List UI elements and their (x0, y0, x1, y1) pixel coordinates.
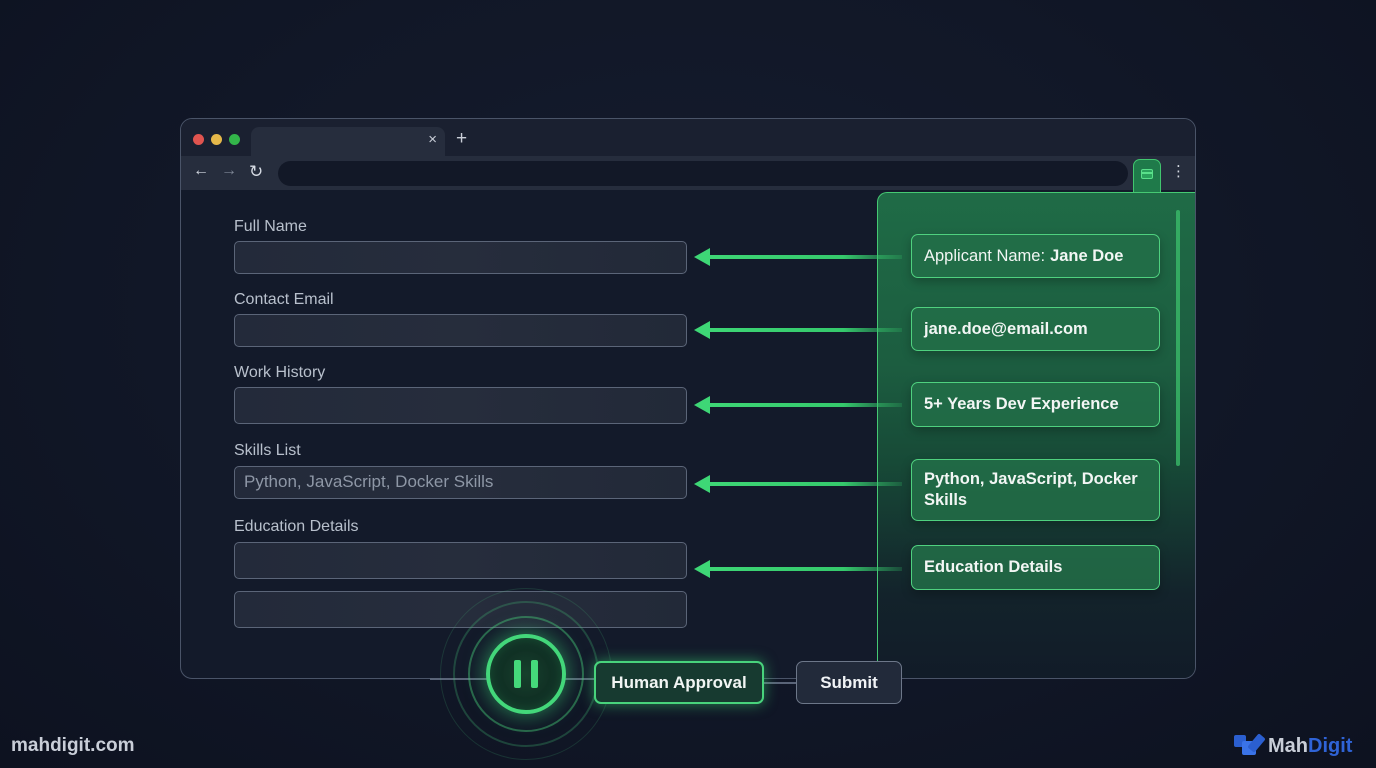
skills-list-input[interactable]: Python, JavaScript, Docker Skills (234, 466, 687, 499)
address-bar[interactable] (278, 161, 1128, 186)
window-panel-icon (1141, 169, 1153, 179)
chip-value: Education Details (924, 558, 1063, 576)
browser-tab[interactable]: × (251, 127, 445, 157)
extension-button[interactable] (1133, 159, 1161, 193)
education-details-label: Education Details (234, 518, 359, 535)
chip-prefix: Applicant Name: (924, 246, 1046, 265)
browser-toolbar: ← → ↻ ⋮ (181, 156, 1195, 193)
brand-logo: MahDigit (1234, 733, 1352, 759)
website-watermark: mahdigit.com (11, 735, 135, 756)
brand-name-part2: Digit (1308, 734, 1353, 757)
work-history-label: Work History (234, 364, 326, 381)
forward-arrow-icon[interactable]: → (221, 162, 237, 179)
work-history-input[interactable] (234, 387, 687, 424)
fill-arrow-4 (694, 475, 902, 493)
tab-bar: × + (181, 119, 1195, 157)
skills-chip[interactable]: Python, JavaScript, Docker Skills (911, 459, 1160, 521)
chip-value: 5+ Years Dev Experience (924, 395, 1119, 413)
full-name-input[interactable] (234, 241, 687, 274)
connector-line (764, 682, 798, 684)
education-chip[interactable]: Education Details (911, 545, 1160, 590)
chip-value: jane.doe@email.com (924, 319, 1088, 338)
close-icon[interactable]: × (428, 131, 437, 148)
full-name-label: Full Name (234, 218, 307, 235)
pause-icon (514, 660, 521, 688)
brand-mark-icon (1234, 733, 1266, 759)
human-approval-button[interactable]: Human Approval (594, 661, 764, 704)
pause-button[interactable] (486, 634, 566, 714)
kebab-menu-icon[interactable]: ⋮ (1171, 163, 1186, 180)
brand-name-part1: Mah (1268, 734, 1308, 757)
application-form: Full Name Contact Email Work History Ski… (180, 118, 700, 638)
pulse-ring (468, 616, 584, 732)
pause-control (440, 588, 612, 760)
fill-arrow-5 (694, 560, 902, 578)
maximize-window-button[interactable] (229, 134, 240, 145)
contact-email-label: Contact Email (234, 291, 334, 308)
fill-arrow-1 (694, 248, 902, 266)
close-window-button[interactable] (193, 134, 204, 145)
pause-icon (531, 660, 538, 688)
email-chip[interactable]: jane.doe@email.com (911, 307, 1160, 351)
reload-icon[interactable]: ↻ (249, 162, 264, 181)
experience-chip[interactable]: 5+ Years Dev Experience (911, 382, 1160, 427)
minimize-window-button[interactable] (211, 134, 222, 145)
fill-arrow-2 (694, 321, 902, 339)
new-tab-button[interactable]: + (456, 128, 468, 149)
skills-list-label: Skills List (234, 442, 301, 459)
chip-value: Jane Doe (1050, 246, 1124, 265)
submit-button[interactable]: Submit (796, 661, 902, 704)
panel-scrollbar[interactable] (1176, 210, 1180, 466)
back-arrow-icon[interactable]: ← (193, 162, 209, 179)
contact-email-input[interactable] (234, 314, 687, 347)
chip-value: Python, JavaScript, Docker Skills (924, 470, 1138, 509)
fill-arrow-3 (694, 396, 902, 414)
education-details-input[interactable] (234, 542, 687, 579)
applicant-name-chip[interactable]: Applicant Name: Jane Doe (911, 234, 1160, 278)
